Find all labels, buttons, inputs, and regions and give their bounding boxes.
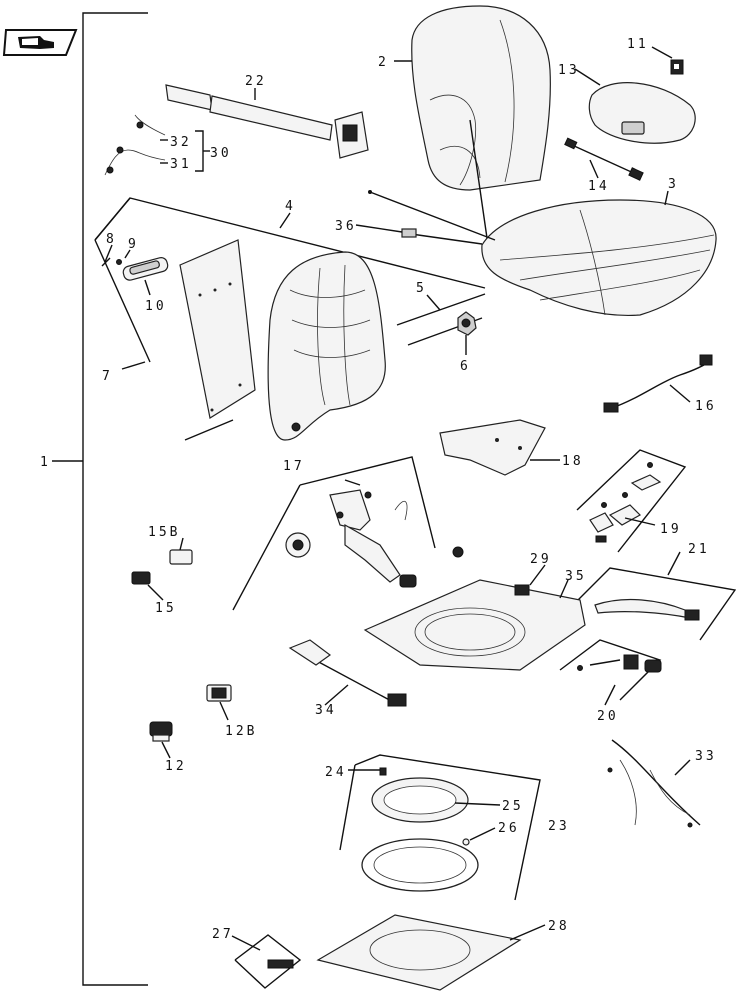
mounting-base xyxy=(316,914,522,991)
swivel-ring-lower xyxy=(361,838,479,892)
clip-part xyxy=(670,59,684,75)
cable-harness-14 xyxy=(564,137,644,181)
label-11: 11 xyxy=(627,37,649,52)
label-32: 32 xyxy=(170,135,192,150)
label-25: 25 xyxy=(502,799,524,814)
seat-backrest xyxy=(411,5,551,191)
back-panel xyxy=(179,239,256,419)
seat-cushion xyxy=(481,199,717,317)
label-30: 30 xyxy=(210,146,232,161)
label-2: 2 xyxy=(378,55,389,70)
handle-10 xyxy=(122,257,169,281)
label-14: 14 xyxy=(588,179,610,194)
harness-34 xyxy=(288,639,407,707)
harness-33 xyxy=(607,739,701,828)
strip-27 xyxy=(267,959,294,969)
hardware-20 xyxy=(577,654,662,673)
lever-mechanism xyxy=(285,489,417,588)
armrest-pad xyxy=(588,82,696,144)
label-16: 16 xyxy=(695,399,717,414)
label-12: 12 xyxy=(165,759,187,774)
label-20: 20 xyxy=(597,709,619,724)
screws-8-9 xyxy=(101,257,122,267)
label-3: 3 xyxy=(668,177,679,192)
label-33: 33 xyxy=(695,749,717,764)
assembly-bracket-1 xyxy=(52,12,148,986)
label-34: 34 xyxy=(315,703,337,718)
label-13: 13 xyxy=(558,63,580,78)
label-17: 17 xyxy=(283,459,305,474)
seat-frame xyxy=(267,251,386,441)
label-35: 35 xyxy=(565,569,587,584)
label-1: 1 xyxy=(40,455,51,470)
label-4: 4 xyxy=(285,199,296,214)
base-plate xyxy=(363,546,586,671)
rod-assembly-22 xyxy=(165,84,369,159)
pad-21 xyxy=(594,598,700,621)
label-24: 24 xyxy=(325,765,347,780)
bolt-24 xyxy=(379,767,387,776)
label-10: 10 xyxy=(145,299,167,314)
rocker-switch-12b xyxy=(206,684,232,702)
label-28: 28 xyxy=(548,919,570,934)
label-22: 22 xyxy=(245,74,267,89)
label-27: 27 xyxy=(212,927,234,942)
adjust-knob xyxy=(407,311,483,346)
label-15: 15 xyxy=(155,601,177,616)
switch-15b xyxy=(169,549,193,565)
push-switch-12 xyxy=(149,721,173,742)
label-6: 6 xyxy=(460,359,471,374)
wire-parts-31-32 xyxy=(104,114,166,176)
switch-15 xyxy=(131,571,151,585)
label-7: 7 xyxy=(102,369,113,384)
label-8: 8 xyxy=(106,232,117,247)
label-5: 5 xyxy=(416,281,427,296)
label-36: 36 xyxy=(335,219,357,234)
label-26: 26 xyxy=(498,821,520,836)
label-19: 19 xyxy=(660,522,682,537)
bracket-18 xyxy=(439,419,546,476)
swivel-ring-upper xyxy=(371,777,469,823)
harness-16 xyxy=(603,354,713,413)
book-arrow-icon[interactable] xyxy=(2,29,78,56)
label-23: 23 xyxy=(548,819,570,834)
label-21: 21 xyxy=(688,542,710,557)
ball-26 xyxy=(462,838,470,846)
label-31: 31 xyxy=(170,157,192,172)
label-29: 29 xyxy=(530,552,552,567)
label-15b: 15B xyxy=(148,525,180,540)
label-12b: 12B xyxy=(225,724,257,739)
leader-lines xyxy=(104,46,691,951)
label-18: 18 xyxy=(562,454,584,469)
hardware-19 xyxy=(589,462,662,543)
label-9: 9 xyxy=(128,237,139,252)
callout-labels: 1 2 3 4 5 6 7 8 9 10 11 12 12B 13 14 15 … xyxy=(40,37,717,942)
